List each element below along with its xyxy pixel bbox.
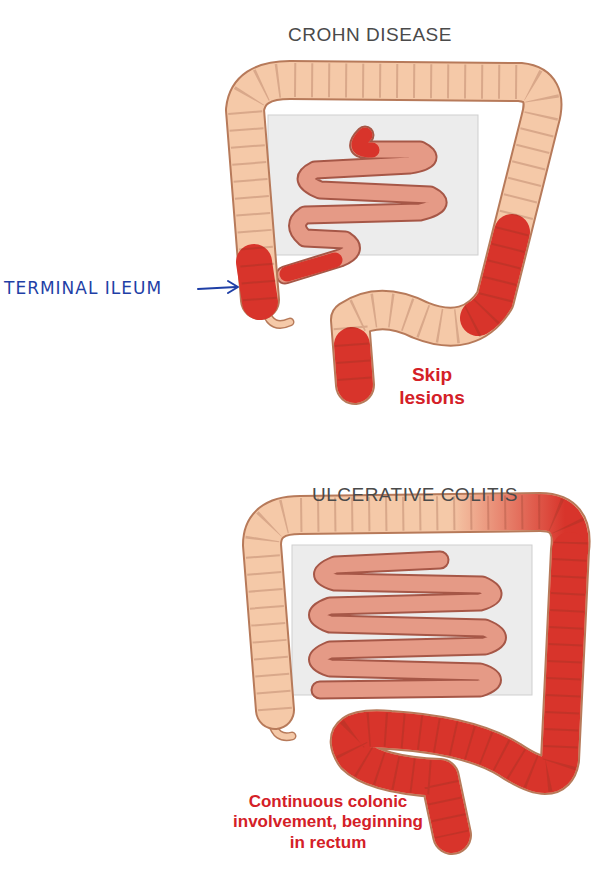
handwritten-label: TERMINAL ILEUM (4, 278, 162, 298)
uc-colon (262, 512, 571, 835)
leader-arrow (198, 281, 238, 293)
figure-title: ULCERATIVE COLITIS (270, 484, 560, 506)
annotation-label: Skip lesions (392, 364, 472, 410)
annotation-label: Continuous colonic involvement, beginnin… (231, 792, 425, 853)
crohn-colon (245, 80, 543, 385)
figure-title: CROHN DISEASE (230, 24, 510, 46)
